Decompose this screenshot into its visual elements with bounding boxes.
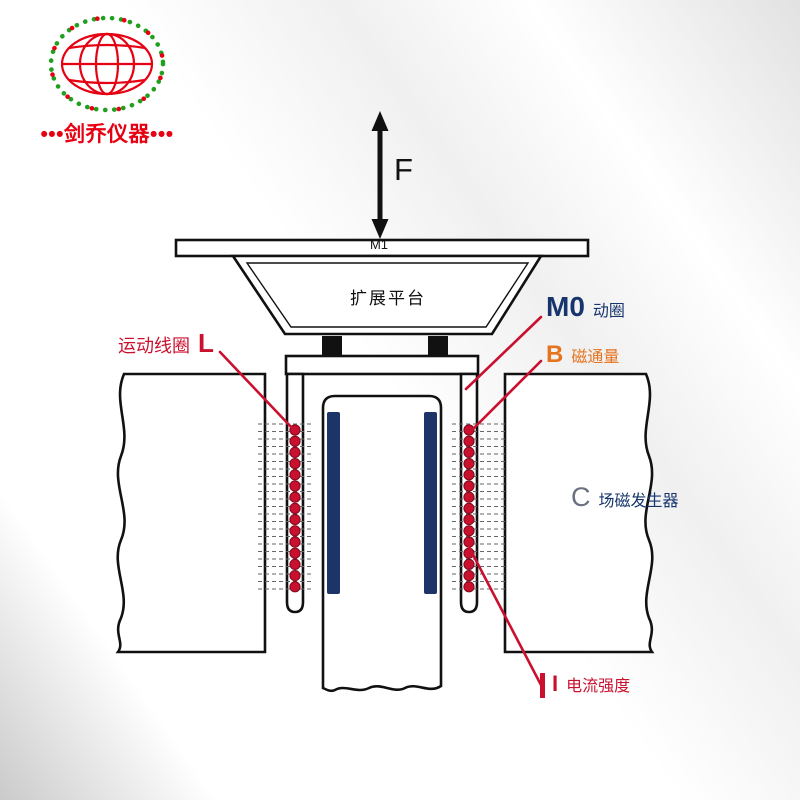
- coil-winding-dot: [463, 570, 475, 582]
- mount-foot-right: [428, 336, 448, 357]
- brand-name: •••剑乔仪器•••: [40, 123, 174, 146]
- coil-winding-dot: [289, 480, 301, 492]
- leader-line-B: [469, 359, 543, 433]
- m1-label: M1: [369, 237, 389, 252]
- globe-logo-icon: [48, 15, 166, 113]
- coil-winding-dot: [289, 435, 301, 447]
- field-magnet-block-left: [115, 372, 267, 654]
- coil-winding-dot: [463, 435, 475, 447]
- c-label-group: C 场磁发生器: [571, 482, 679, 513]
- moving-coil-description: 运动线圈: [118, 336, 190, 356]
- leader-line-L: [218, 350, 295, 431]
- coil-winding-dot: [463, 480, 475, 492]
- coil-winding-dot: [289, 491, 301, 503]
- leader-line-M0: [464, 315, 543, 391]
- moving-coil-symbol: L: [198, 328, 214, 358]
- coil-winding-dot: [289, 558, 301, 571]
- moving-coil-label-group: 运动线圈 L: [118, 328, 214, 359]
- force-arrow-icon: [371, 111, 389, 239]
- coil-winding-dot: [289, 514, 301, 526]
- brand-logo: •••剑乔仪器•••: [22, 12, 192, 148]
- expansion-platform-inner-rim: [245, 262, 530, 328]
- b-label-group: B 磁通量: [546, 341, 619, 369]
- m0-symbol: M0: [546, 291, 585, 322]
- expansion-platform-body: [230, 254, 544, 336]
- coil-winding-dot: [289, 469, 301, 481]
- coil-winding-dot: [463, 446, 475, 458]
- coil-winding-dot: [463, 536, 475, 548]
- platform-label: 扩展平台: [350, 289, 426, 308]
- m0-label-group: M0 动圈: [546, 291, 625, 323]
- coil-winding-dot: [463, 491, 475, 503]
- coil-winding-dot: [289, 547, 301, 559]
- force-label: F: [394, 152, 413, 187]
- i-symbol: I: [552, 671, 559, 696]
- magnetic-field-hatch: [258, 423, 506, 590]
- coil-winding-dot: [463, 514, 475, 526]
- coil-winding-dot: [289, 458, 301, 470]
- i-label-group: I 电流强度: [552, 671, 630, 697]
- coil-winding-dot: [289, 536, 301, 548]
- coil-winding-dot: [463, 502, 475, 514]
- leader-line-I: [467, 545, 543, 687]
- b-description: 磁通量: [571, 349, 620, 366]
- current-tick: [540, 673, 545, 698]
- coil-winding-dot: [289, 446, 301, 458]
- pole-bar-right: [424, 412, 437, 594]
- coil-former-top-plate: [284, 354, 480, 376]
- b-symbol: B: [546, 341, 564, 368]
- coil-winding-dot: [463, 581, 475, 593]
- coil-winding-dot: [463, 469, 475, 481]
- coil-winding-dot: [289, 525, 301, 537]
- coil-winding-dot: [463, 525, 475, 537]
- m0-description: 动圈: [592, 303, 625, 320]
- coil-winding-dot: [289, 581, 301, 593]
- center-pole: [321, 394, 443, 693]
- mount-foot-left: [322, 336, 342, 357]
- pole-bar-left: [327, 412, 340, 594]
- coil-winding-dot: [463, 558, 475, 571]
- field-magnet-block-right: [503, 372, 655, 654]
- c-symbol: C: [571, 482, 591, 512]
- coil-winding-dot: [289, 502, 301, 514]
- coil-winding-dot: [463, 458, 475, 470]
- i-description: 电流强度: [566, 678, 631, 695]
- coil-winding-dot: [289, 570, 301, 582]
- c-description: 场磁发生器: [598, 493, 679, 510]
- coil-winding-dot: [463, 424, 475, 436]
